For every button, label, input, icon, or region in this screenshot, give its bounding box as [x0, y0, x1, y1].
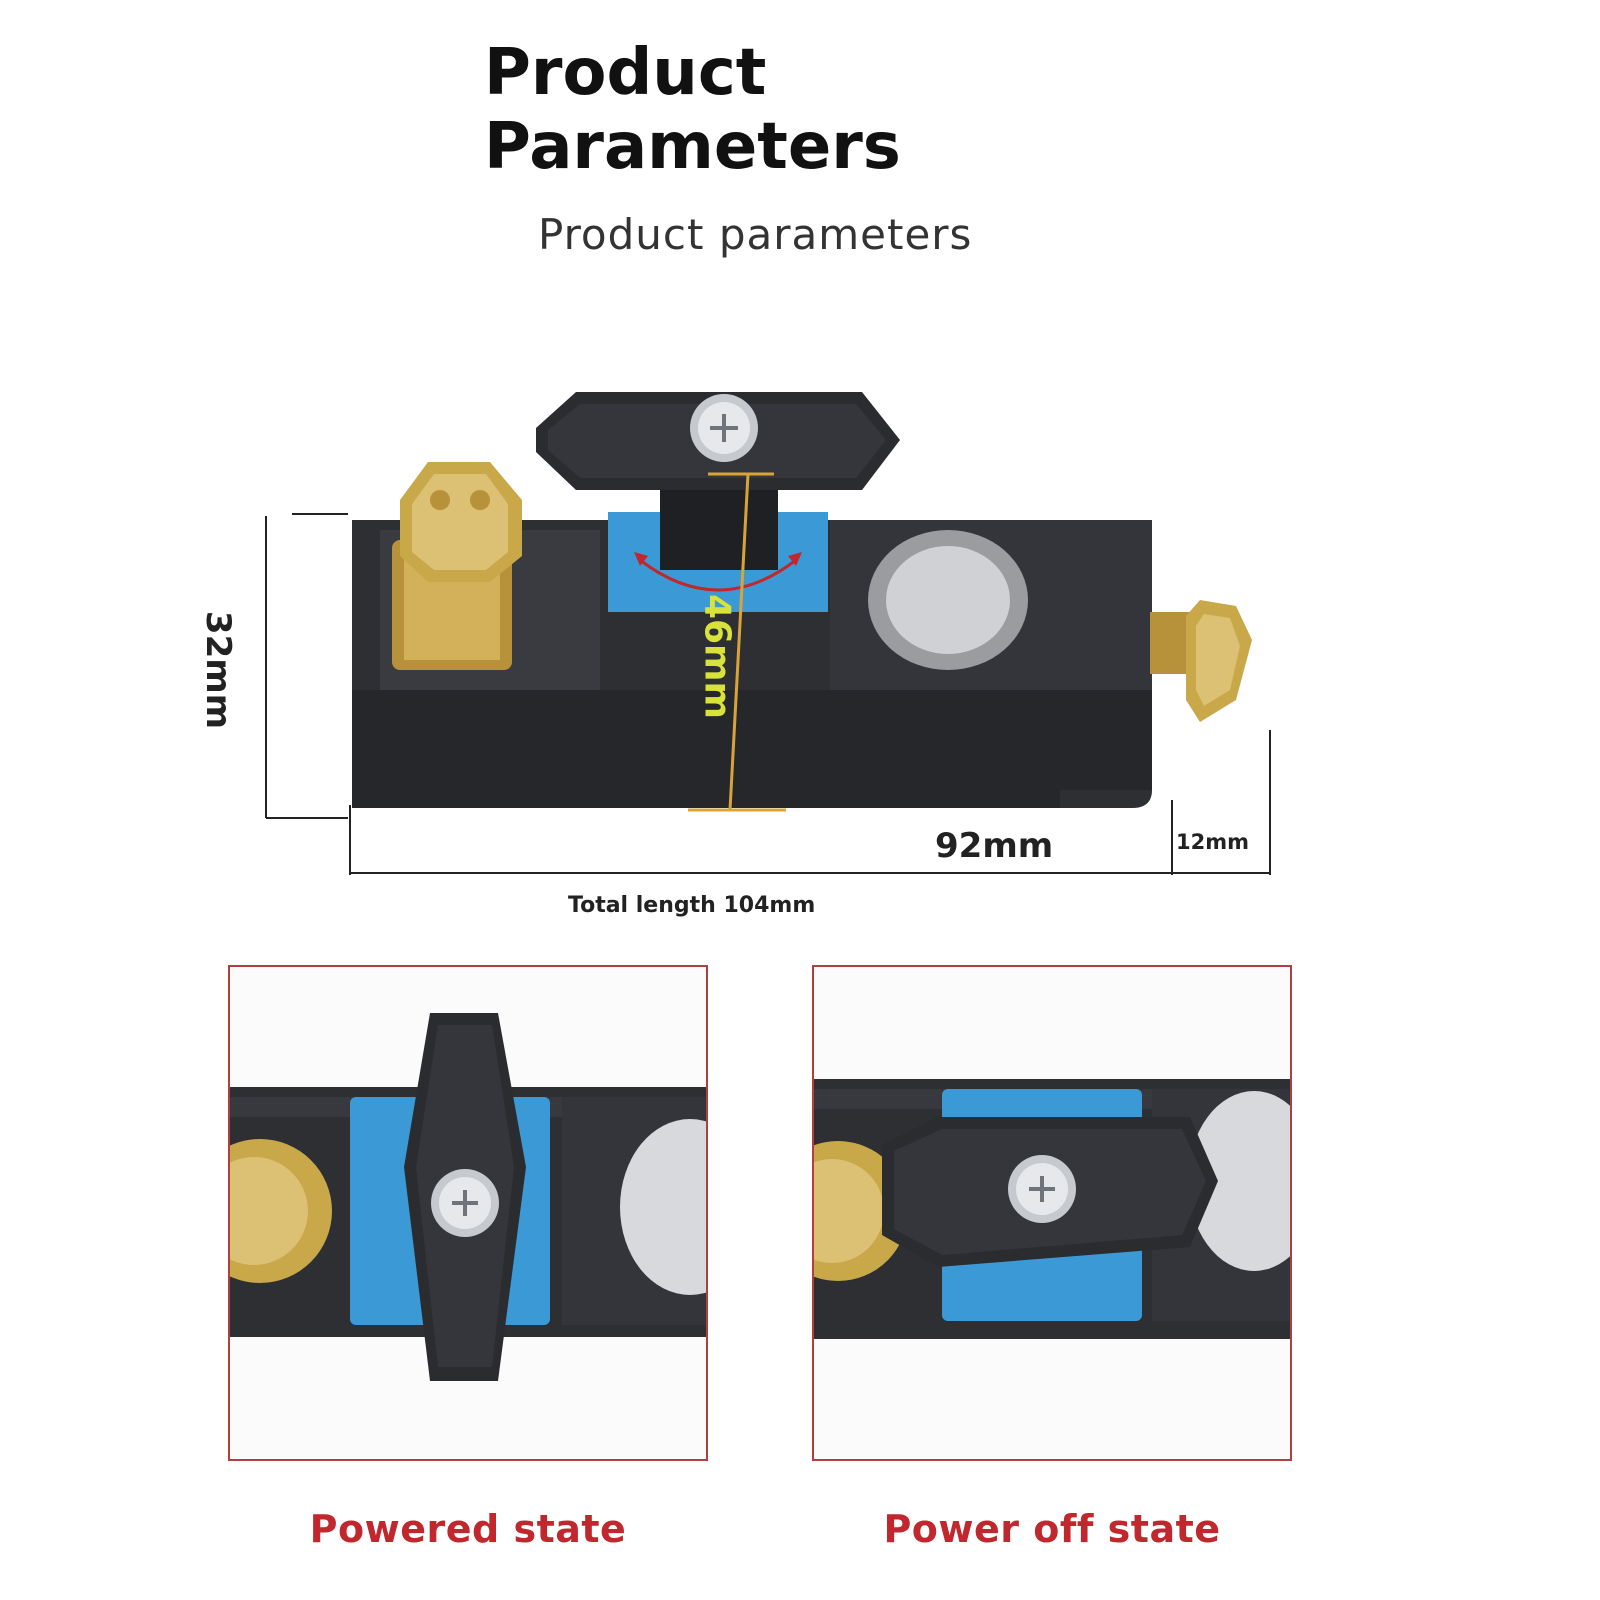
dimension-lines: [265, 513, 1271, 875]
knob: [536, 392, 900, 570]
page-subtitle: Product parameters: [538, 210, 973, 259]
power-off-state-panel: [812, 965, 1292, 1461]
title-line-1: Product: [484, 36, 767, 110]
powered-state-panel: [228, 965, 708, 1461]
page-title: Product Parameters: [484, 36, 1004, 184]
title-line-2: Parameters: [484, 110, 901, 184]
product-diagram: [265, 392, 1271, 875]
knob-height-dimension-label: 46mm: [696, 593, 738, 720]
powered-state-image: [230, 1013, 706, 1381]
height-dimension-label: 32mm: [198, 610, 238, 730]
body-length-dimension-label: 92mm: [935, 826, 1054, 866]
brass-bolt: [392, 462, 522, 670]
powered-state-label: Powered state: [309, 1507, 627, 1551]
power-off-state-label: Power off state: [883, 1507, 1221, 1551]
total-length-label: Total length 104mm: [568, 893, 816, 918]
side-bolt: [1150, 600, 1252, 722]
power-off-state-image: [814, 1079, 1290, 1339]
bolt-length-dimension-label: 12mm: [1176, 830, 1249, 854]
knob-dimension-line: [688, 472, 786, 812]
switch-body: [352, 520, 1152, 808]
